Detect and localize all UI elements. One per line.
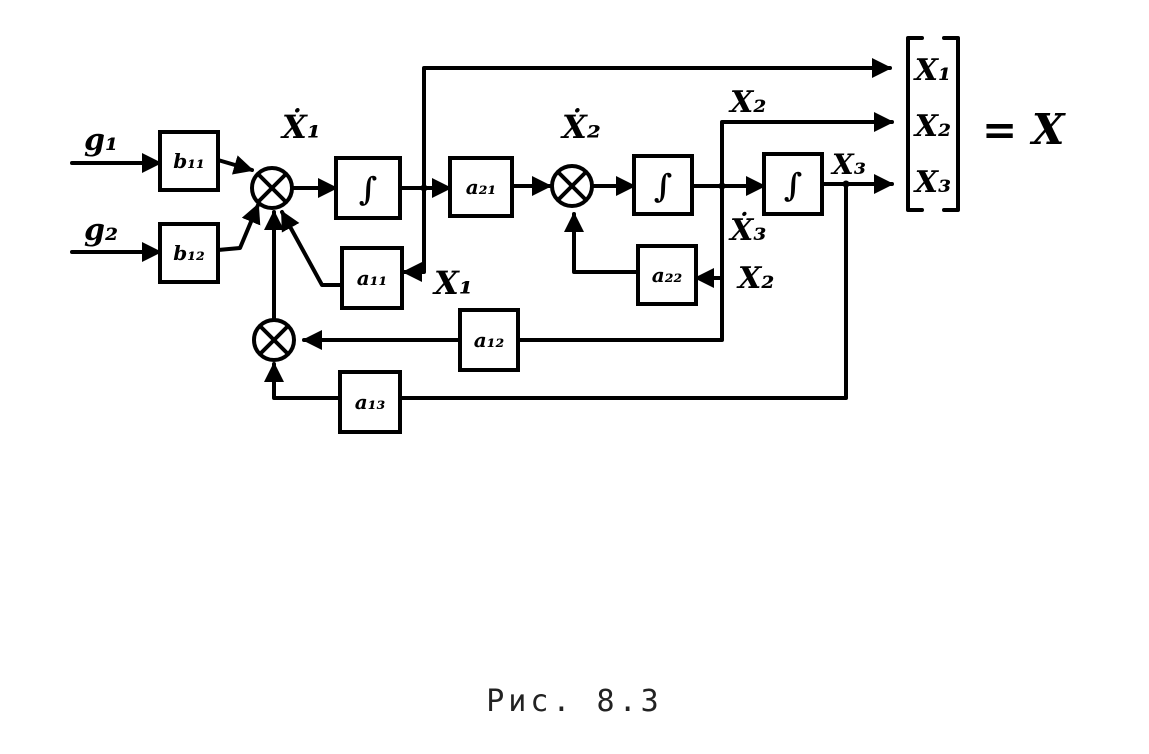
block-a13-label: a₁₃ xyxy=(355,390,386,414)
block-a21: a₂₁ xyxy=(448,156,514,218)
x2-feedback-label: X₂ xyxy=(736,261,774,296)
block-integrator-2: ∫ xyxy=(632,154,694,216)
right-bracket xyxy=(942,36,960,212)
block-integrator-3: ∫ xyxy=(762,152,824,216)
junction-x3 xyxy=(842,180,850,188)
integrator-1-symbol: ∫ xyxy=(359,170,378,208)
x1-to-output-wire xyxy=(422,58,892,190)
a13-to-sum3-wire xyxy=(264,362,342,400)
block-a22-label: a₂₂ xyxy=(652,263,683,287)
input-g2-label: g₂ xyxy=(84,213,118,248)
block-integrator-1: ∫ xyxy=(334,156,402,220)
x2-top-label: X₂ xyxy=(728,85,766,120)
block-a11-label: a₁₁ xyxy=(357,266,387,290)
block-b11: b₁₁ xyxy=(158,130,220,192)
x1-to-a11-wire xyxy=(402,186,426,282)
state-vector-entry-3: X₃ xyxy=(913,165,951,200)
sum-junction-3 xyxy=(252,318,296,362)
block-b11-label: b₁₁ xyxy=(173,149,205,173)
x1-dot-label: Ẋ₁ xyxy=(280,108,321,146)
block-a21-label: a₂₁ xyxy=(466,175,496,199)
integrator-2-symbol: ∫ xyxy=(654,167,673,205)
block-a12: a₁₂ xyxy=(458,308,520,372)
integrator-3-symbol: ∫ xyxy=(784,166,803,204)
input-g1-label: g₁ xyxy=(84,123,118,158)
x1-label: X₁ xyxy=(432,264,473,302)
state-vector-entry-1: X₁ xyxy=(913,53,951,88)
x2-to-a22-wire xyxy=(694,184,724,288)
block-b12-label: b₁₂ xyxy=(173,241,205,265)
block-a13: a₁₃ xyxy=(338,370,402,434)
sum-junction-2 xyxy=(550,164,594,208)
x3-to-a13-wire xyxy=(398,182,848,400)
x2-to-a12-wire xyxy=(516,276,724,342)
a11-to-sum1-wire xyxy=(280,210,344,287)
block-a22: a₂₂ xyxy=(636,244,698,306)
x2-to-output-wire xyxy=(720,112,894,188)
state-vector-entry-2: X₂ xyxy=(913,109,951,144)
b12-to-sum1-wire xyxy=(216,203,261,252)
block-a12-label: a₁₂ xyxy=(474,328,505,352)
x2-dot-label: Ẋ₂ xyxy=(560,108,601,146)
figure-caption: Рис. 8.3 xyxy=(486,684,663,719)
x3-label: X₃ xyxy=(830,148,866,181)
block-b12: b₁₂ xyxy=(158,222,220,284)
left-bracket xyxy=(906,36,924,212)
a22-to-sum2-wire xyxy=(564,212,640,274)
block-a11: a₁₁ xyxy=(340,246,404,310)
state-vector: X₁ X₂ X₃ = X xyxy=(906,36,1066,212)
x3-dot-label: Ẋ₃ xyxy=(728,211,766,248)
junction-x1 xyxy=(420,184,428,192)
junction-x2 xyxy=(718,182,726,190)
state-vector-equals: = X xyxy=(982,105,1066,154)
b11-to-sum1-wire xyxy=(216,155,254,175)
wires xyxy=(70,58,894,400)
sum-junction-1 xyxy=(250,166,294,210)
